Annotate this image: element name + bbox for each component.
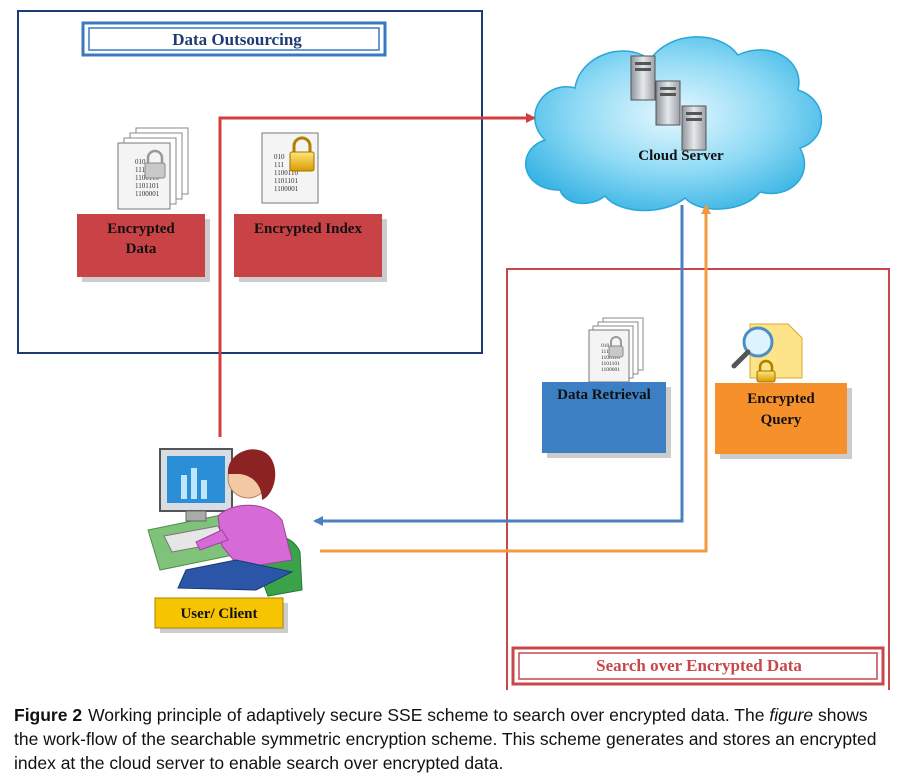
search-over-encrypted-frame: Search over Encrypted Data — [506, 268, 890, 690]
svg-text:1101101: 1101101 — [135, 182, 159, 190]
svg-text:1100001: 1100001 — [135, 190, 160, 198]
caption-italic: figure — [769, 705, 814, 725]
caption-text-before: Working principle of adaptively secure S… — [88, 705, 765, 725]
query-arrow — [320, 204, 711, 553]
svg-text:010: 010 — [135, 158, 146, 166]
retrieved-documents-icon: 010 111 1100110 1101101 1100001 — [588, 317, 644, 383]
upload-arrow — [218, 113, 536, 437]
svg-text:111: 111 — [274, 161, 284, 169]
user-client-box: User/ Client — [154, 597, 288, 633]
svg-text:1101101: 1101101 — [274, 177, 298, 185]
server-icon — [630, 55, 707, 151]
svg-text:1100001: 1100001 — [601, 367, 620, 373]
svg-text:111: 111 — [135, 166, 145, 174]
svg-text:1100110: 1100110 — [274, 169, 298, 177]
figure-label: Figure 2 — [14, 705, 83, 725]
cloud-server: Cloud Server — [525, 36, 823, 212]
encrypted-query-box: Encrypted Query — [715, 383, 852, 459]
encrypted-query-label-line1: Encrypted — [747, 391, 815, 407]
data-retrieval-box: Data Retrieval — [542, 382, 671, 458]
encrypted-query-label-line2: Query — [761, 412, 802, 428]
encrypted-search-icon — [731, 323, 803, 383]
svg-text:010: 010 — [274, 153, 285, 161]
svg-text:1100001: 1100001 — [274, 185, 299, 193]
data-outsourcing-title: Data Outsourcing — [172, 30, 302, 49]
cloud-server-label: Cloud Server — [638, 148, 724, 164]
encrypted-index-box: Encrypted Index — [234, 214, 387, 282]
encrypted-documents-icon: 010 111 1100110 1101101 1100001 — [117, 127, 189, 210]
retrieval-arrow — [313, 205, 684, 526]
svg-text:1101101: 1101101 — [601, 361, 620, 367]
svg-text:111: 111 — [601, 349, 609, 355]
encrypted-data-box: Encrypted Data — [77, 214, 210, 282]
encrypted-data-label-line2: Data — [126, 241, 157, 257]
data-outsourcing-frame: Data Outsourcing — [17, 10, 483, 354]
user-at-computer-icon — [147, 448, 303, 597]
user-client-label: User/ Client — [180, 606, 257, 622]
encrypted-index-label: Encrypted Index — [254, 221, 362, 237]
svg-text:1100110: 1100110 — [601, 355, 620, 361]
search-over-encrypted-title: Search over Encrypted Data — [596, 656, 802, 675]
data-retrieval-label: Data Retrieval — [557, 387, 651, 403]
caption-text-after: shows the work-flow of the searchable sy… — [14, 705, 877, 773]
encrypted-data-label-line1: Encrypted — [107, 221, 175, 237]
encrypted-index-icon: 010 111 1100110 1101101 1100001 — [261, 132, 319, 204]
diagram-canvas: Data Outsourcing 010 111 1100110 1101101… — [17, 10, 890, 690]
svg-text:010: 010 — [601, 343, 610, 349]
